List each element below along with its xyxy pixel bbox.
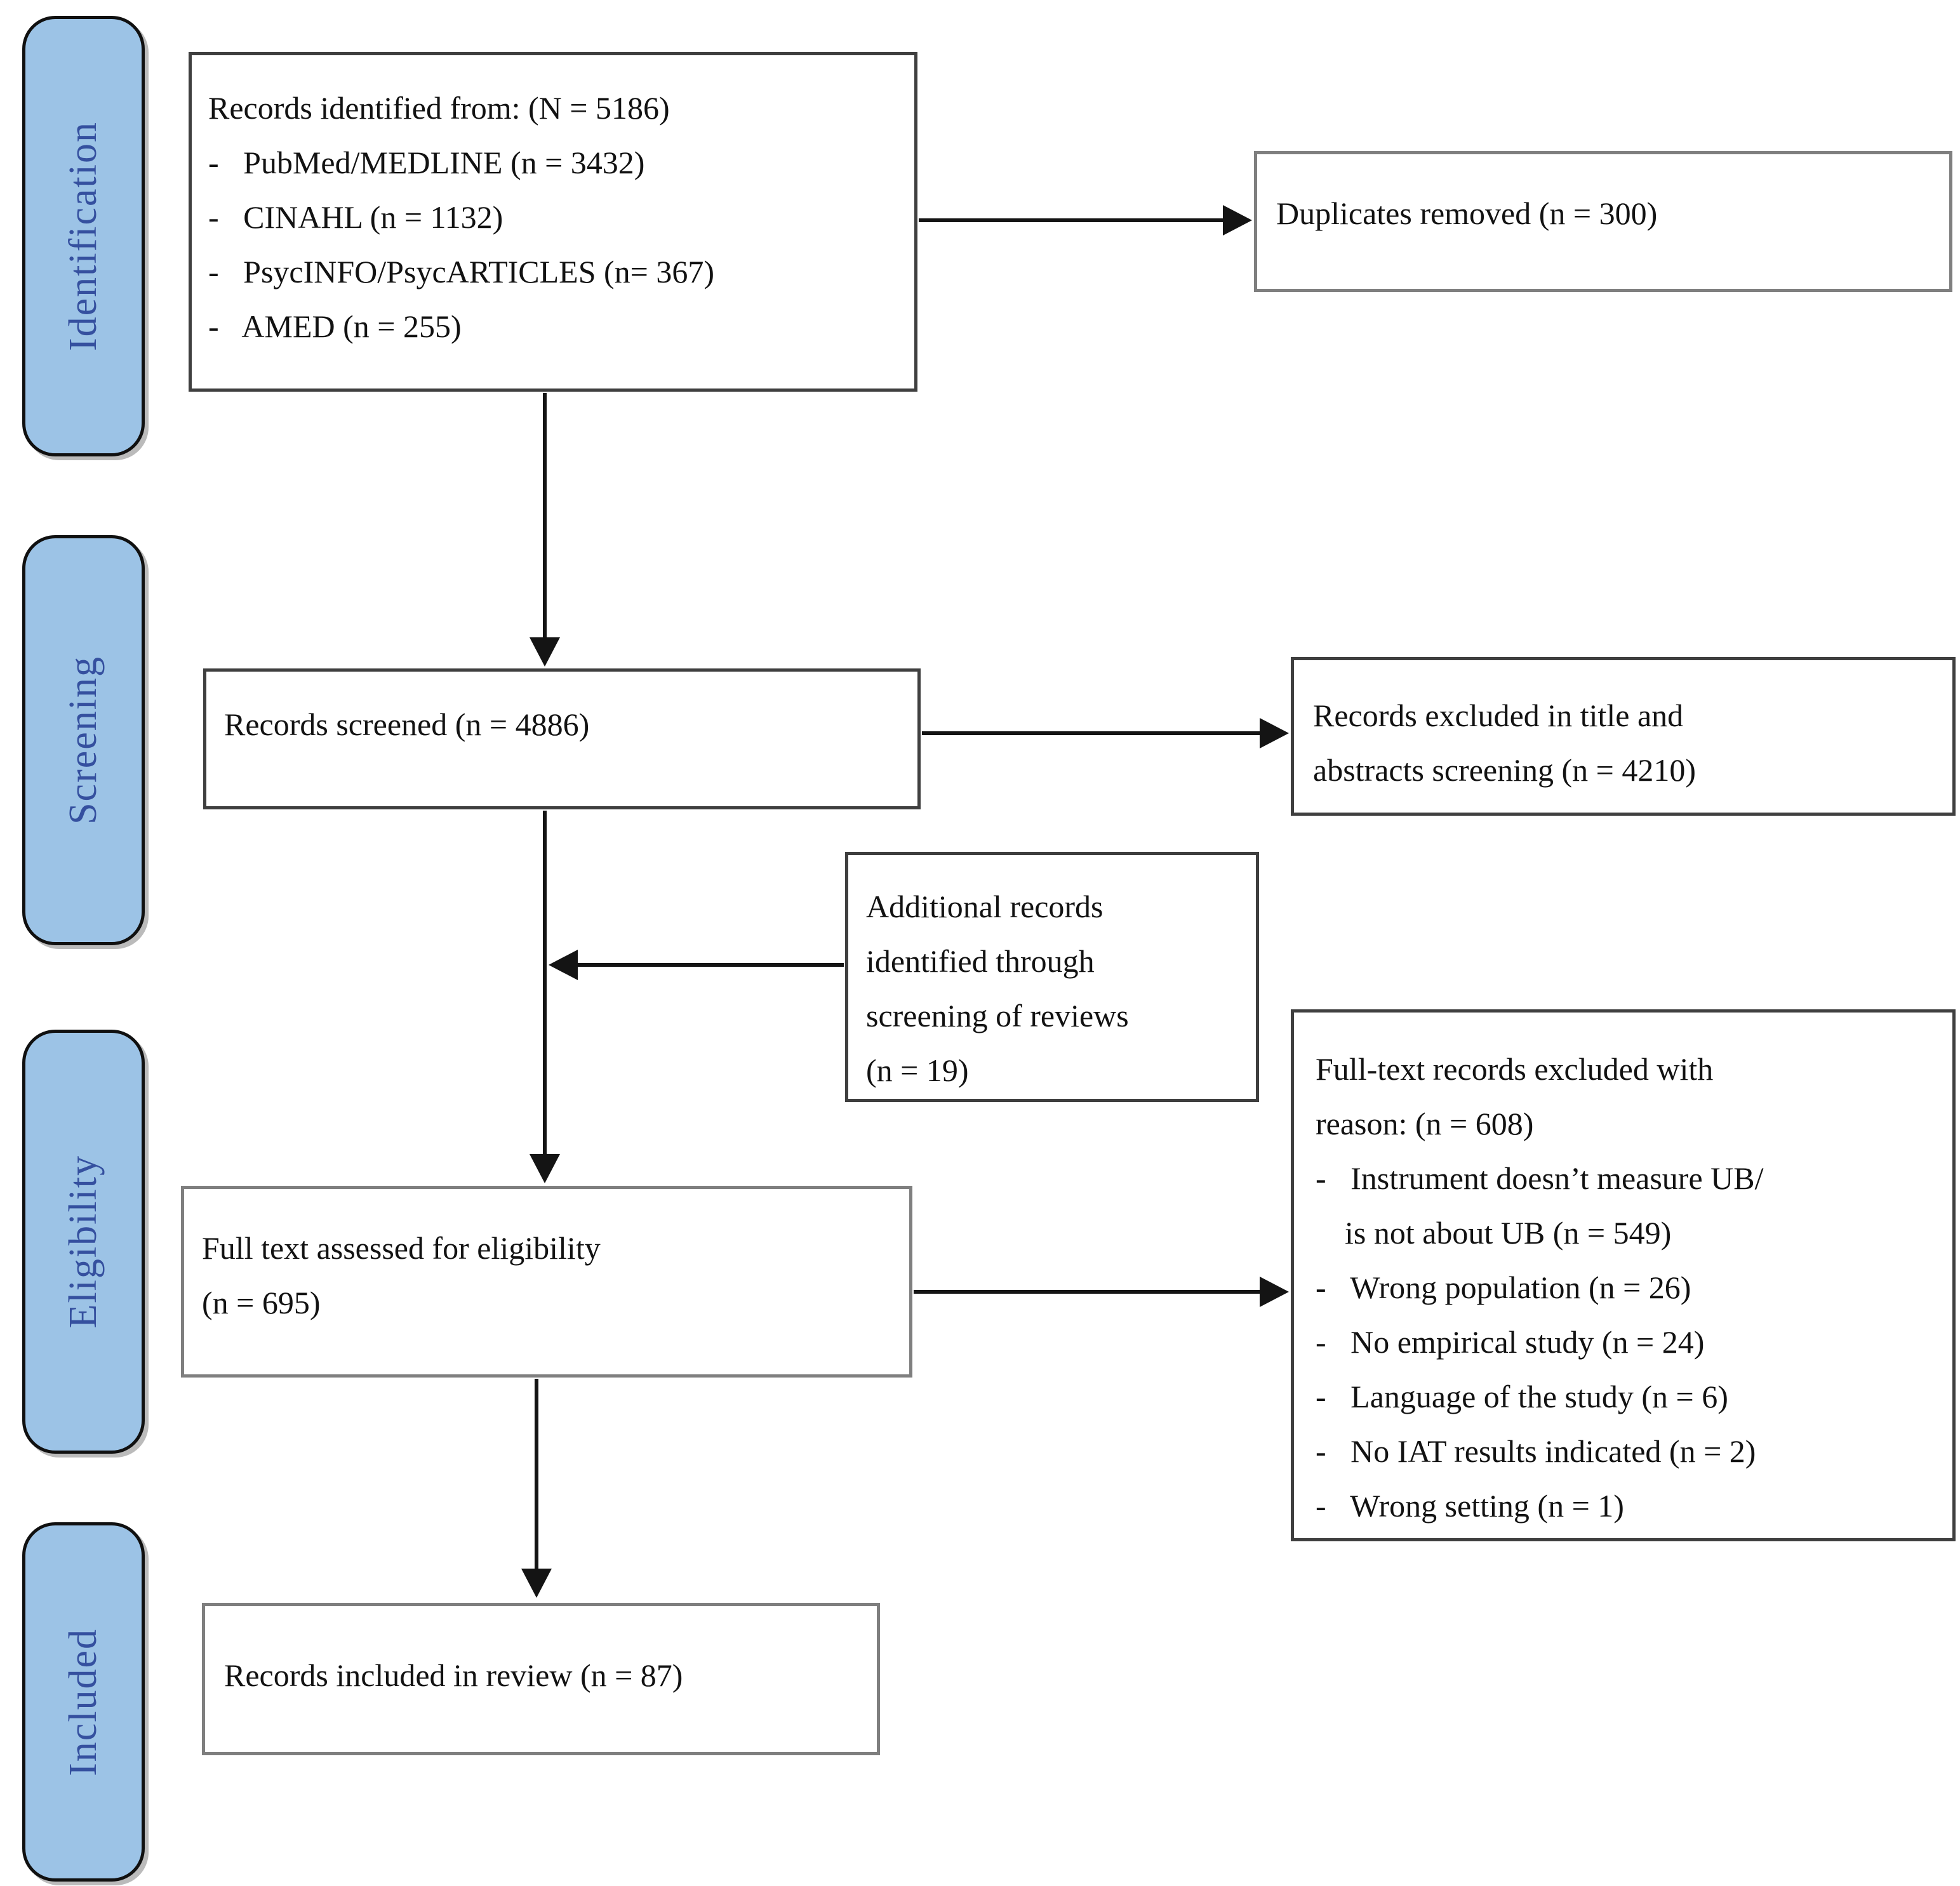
stage-label-identification: Identification: [62, 121, 105, 351]
arrow-screened-to-fulltext: [530, 811, 560, 1183]
full-text-assessed-box: Full text assessed for eligibility (n = …: [181, 1186, 912, 1378]
additional-records-line: identified through: [866, 943, 1095, 979]
records-screened-box: Records screened (n = 4886): [203, 668, 921, 809]
full-text-excluded-box: Full-text records excluded with reason: …: [1291, 1009, 1956, 1541]
stage-label-included: Included: [62, 1628, 105, 1776]
full-text-excluded-title: Full-text records excluded with: [1316, 1051, 1714, 1087]
records-identified-source-pubmed: - PubMed/MEDLINE (n = 3432): [208, 145, 645, 180]
stage-screening: Screening: [22, 535, 145, 945]
records-screened-text: Records screened (n = 4886): [224, 707, 590, 742]
full-text-excluded-reason-population: - Wrong population (n = 26): [1316, 1270, 1691, 1305]
additional-records-count: (n = 19): [866, 1053, 969, 1088]
records-identified-source-amed: - AMED (n = 255): [208, 309, 462, 344]
duplicates-removed-text: Duplicates removed (n = 300): [1276, 196, 1658, 231]
records-excluded-screening-line: abstracts screening (n = 4210): [1313, 752, 1697, 788]
records-included-text: Records included in review (n = 87): [224, 1657, 683, 1693]
additional-records-line: screening of reviews: [866, 998, 1129, 1033]
records-identified-source-cinahl: - CINAHL (n = 1132): [208, 199, 503, 235]
full-text-excluded-reason-language: - Language of the study (n = 6): [1316, 1379, 1728, 1414]
arrow-identified-to-duplicates: [919, 205, 1252, 236]
arrow-screened-to-excluded: [922, 718, 1289, 748]
full-text-assessed-count: (n = 695): [202, 1285, 321, 1320]
arrow-identified-to-screened: [530, 393, 560, 667]
stage-eligibility: Eligibility: [22, 1030, 145, 1454]
full-text-excluded-reason-iat: - No IAT results indicated (n = 2): [1316, 1433, 1756, 1469]
full-text-excluded-reason-instrument-cont: is not about UB (n = 549): [1345, 1215, 1672, 1251]
full-text-excluded-title: reason: (n = 608): [1316, 1106, 1534, 1141]
duplicates-removed-box: Duplicates removed (n = 300): [1254, 151, 1952, 292]
records-excluded-screening-box: Records excluded in title and abstracts …: [1291, 657, 1956, 816]
additional-records-box: Additional records identified through sc…: [845, 852, 1259, 1102]
stage-label-screening: Screening: [62, 656, 105, 825]
full-text-excluded-reason-setting: - Wrong setting (n = 1): [1316, 1488, 1624, 1524]
records-included-box: Records included in review (n = 87): [202, 1603, 880, 1755]
full-text-assessed-line: Full text assessed for eligibility: [202, 1230, 601, 1266]
arrow-fulltext-to-excluded: [914, 1277, 1289, 1307]
arrow-fulltext-to-included: [521, 1379, 552, 1598]
stage-identification: Identification: [22, 16, 145, 456]
full-text-excluded-reason-instrument: - Instrument doesn’t measure UB/: [1316, 1160, 1764, 1196]
records-identified-title: Records identified from: (N = 5186): [208, 90, 670, 126]
full-text-excluded-reason-empirical: - No empirical study (n = 24): [1316, 1324, 1705, 1360]
records-identified-source-psycinfo: - PsycINFO/PsycARTICLES (n= 367): [208, 254, 715, 289]
stage-included: Included: [22, 1522, 145, 1882]
arrow-additional-to-flow: [549, 950, 844, 980]
records-excluded-screening-line: Records excluded in title and: [1313, 698, 1684, 733]
stage-label-eligibility: Eligibility: [62, 1155, 105, 1329]
records-identified-box: Records identified from: (N = 5186) - Pu…: [189, 52, 917, 392]
additional-records-line: Additional records: [866, 889, 1103, 924]
